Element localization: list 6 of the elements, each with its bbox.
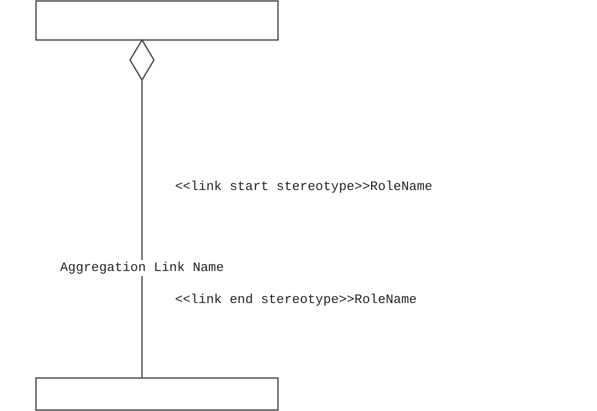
aggregation-line: [129, 39, 155, 378]
edge-label: Aggregation Link Name: [60, 260, 224, 276]
class-box: [35, 0, 279, 41]
class-box: [35, 377, 279, 411]
role-label: <<link start stereotype>>RoleName: [175, 179, 432, 195]
role-label: <<link end stereotype>>RoleName: [175, 292, 417, 308]
